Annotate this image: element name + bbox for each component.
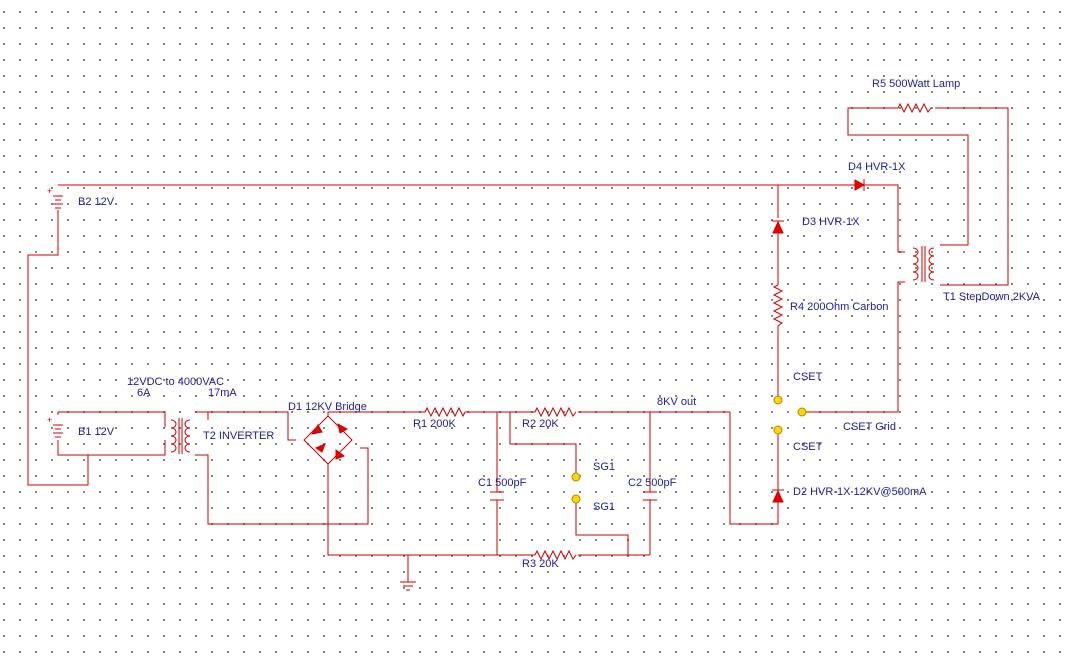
label-cset-bottom: CSET — [793, 441, 823, 453]
label-inverter-spec-2b: 17mA — [208, 387, 237, 399]
wire-t2-sec-top — [195, 411, 209, 420]
cset-top-pad[interactable] — [773, 395, 783, 405]
wire-t1-sec-right — [935, 107, 1009, 286]
label-d2: D2 HVR-1X 12KV@500mA — [793, 486, 927, 498]
wire-b2-to-b1 — [27, 210, 89, 486]
label-sg1-top: SG1 — [593, 461, 615, 473]
label-b1: B1 12V — [78, 426, 115, 438]
label-c2: C2 500pF — [628, 477, 677, 489]
label-cset-grid: CSET Grid — [843, 421, 896, 433]
label-cset-top: CSET — [793, 371, 823, 383]
wire-8kv-to-d2 — [729, 412, 779, 525]
labels: R5 500Watt Lamp D4 HVR-1X B2 12V D3 HVR-… — [78, 78, 1041, 570]
label-r2: R2 20K — [522, 418, 559, 430]
diode-d2[interactable] — [772, 489, 784, 503]
bridge-rectifier-d1[interactable] — [303, 415, 353, 465]
label-t2: T2 INVERTER — [203, 430, 274, 442]
wire-bridge-to-r1 — [327, 411, 425, 416]
transformer-t2[interactable] — [170, 418, 191, 454]
battery-b1[interactable]: + — [47, 415, 63, 438]
diode-d4[interactable] — [854, 179, 866, 191]
wires — [27, 107, 1009, 582]
diode-d3[interactable] — [772, 220, 784, 234]
wire-t2-to-bridge-right — [195, 447, 369, 525]
resistor-r3[interactable] — [534, 549, 577, 561]
label-t1: T1 StepDown 2KVA — [943, 291, 1041, 303]
label-inverter-spec-2a: 6A — [137, 387, 151, 399]
wire-sg1-bottom — [575, 502, 629, 555]
resistor-r2[interactable] — [534, 406, 577, 418]
label-r4: R4 200Ohm Carbon — [790, 301, 888, 313]
wire-b1-top — [57, 411, 166, 427]
label-d4: D4 HVR-1X — [848, 161, 906, 173]
label-d3: D3 HVR-1X — [802, 216, 860, 228]
label-r3: R3 20K — [522, 558, 559, 570]
label-inverter-spec-1: 12VDC to 4000VAC — [127, 376, 224, 388]
sg1-bottom-pad[interactable] — [571, 494, 581, 504]
label-8kv-out: 8KV out — [657, 396, 696, 408]
label-r5: R5 500Watt Lamp — [872, 78, 960, 90]
wire-t1-sec-left — [847, 107, 969, 246]
label-b2: B2 12V — [78, 196, 115, 208]
battery-b2[interactable]: + — [47, 186, 63, 209]
transformer-t1[interactable] — [912, 246, 935, 282]
resistor-r4[interactable] — [772, 284, 784, 330]
svg-text:+: + — [47, 415, 52, 425]
wire-d4-to-t1 — [864, 184, 905, 253]
capacitor-c2[interactable] — [643, 491, 657, 501]
sg1-top-pad[interactable] — [571, 472, 581, 482]
wire-b1-bottom — [57, 440, 166, 456]
wire-t2-to-bridge-left — [208, 411, 296, 441]
label-d1: D1 12KV Bridge — [288, 401, 367, 413]
resistor-r1[interactable] — [424, 406, 466, 418]
ground-symbol — [400, 581, 416, 591]
resistor-r5[interactable] — [897, 102, 932, 114]
cset-bottom-pad[interactable] — [773, 425, 783, 435]
svg-text:+: + — [47, 186, 52, 196]
label-c1: C1 500pF — [478, 477, 527, 489]
label-sg1-bottom: SG1 — [593, 501, 615, 513]
wire-ground-rail — [327, 464, 535, 556]
wire-r2-sg1 — [509, 412, 577, 474]
capacitor-c1[interactable] — [490, 491, 504, 501]
cset-grid-pad[interactable] — [797, 407, 807, 417]
wire-grid-to-t1 — [804, 281, 905, 413]
label-r1: R1 200K — [413, 418, 456, 430]
